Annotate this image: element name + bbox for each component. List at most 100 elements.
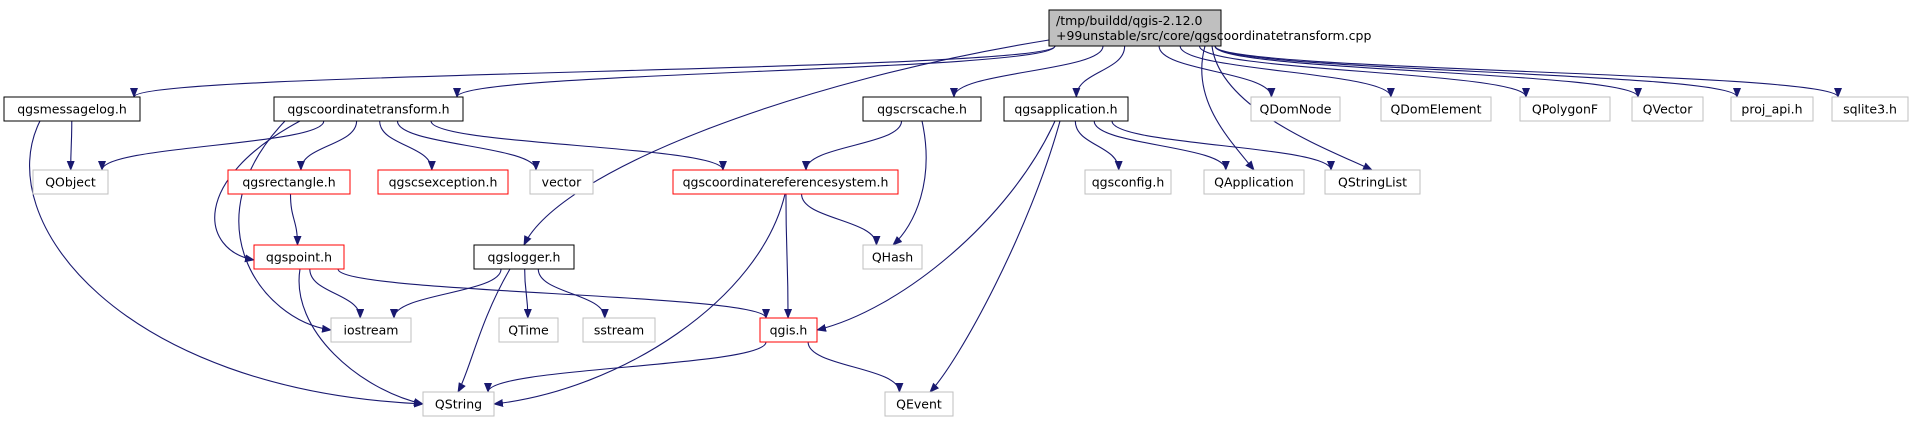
edge-root-QDomNode [1158, 45, 1276, 98]
edge-qgscoordinatetransform-QObject [98, 120, 325, 171]
edge-qgsapplication-qgis [816, 120, 1056, 332]
edge-qgscoordinatereferencesystem-QString [493, 193, 786, 407]
node-label: sstream [594, 323, 644, 338]
node-label: QHash [872, 250, 913, 265]
node-qgsapplication[interactable]: qgsapplication.h [1003, 96, 1129, 122]
node-label: qgscoordinatereferencesystem.h [683, 175, 889, 190]
edge-root-qgslogger [523, 39, 1050, 246]
node-QObject: QObject [32, 169, 109, 195]
node-QEvent: QEvent [884, 391, 954, 417]
node-box [377, 169, 509, 195]
node-box [273, 96, 464, 122]
node-label: QVector [1643, 102, 1694, 117]
edge-qgscoordinatetransform-qgscoordinatereferencesystem [430, 120, 727, 171]
node-qgsmessagelog[interactable]: qgsmessagelog.h [3, 96, 141, 122]
node-box [1084, 169, 1172, 195]
node-box [473, 244, 575, 270]
edge-qgslogger-QString [457, 268, 511, 393]
edge-root-qgscrscache [950, 45, 1104, 98]
node-sqlite3: sqlite3.h [1831, 96, 1909, 122]
node-label: iostream [344, 323, 399, 338]
node-box [582, 317, 656, 343]
edge-qgscoordinatetransform-vector [396, 120, 540, 171]
node-qgsrectangle[interactable]: qgsrectangle.h [227, 169, 351, 195]
edge-qgsmessagelog-QObject [66, 120, 75, 171]
edge-qgscoordinatereferencesystem-qgis [784, 193, 793, 319]
node-label: QDomNode [1260, 102, 1332, 117]
node-label: qgsmessagelog.h [17, 102, 127, 117]
edge-root-qgsapplication [1072, 45, 1126, 98]
node-box [884, 391, 954, 417]
node-box [672, 169, 899, 195]
node-QDomNode: QDomNode [1250, 96, 1341, 122]
node-proj_api: proj_api.h [1730, 96, 1814, 122]
node-qgscoordinatereferencesystem[interactable]: qgscoordinatereferencesystem.h [672, 169, 899, 195]
edge-qgslogger-QTime [523, 268, 532, 319]
edges-layer [29, 39, 1842, 408]
node-qgsconfig: qgsconfig.h [1084, 169, 1172, 195]
node-QVector: QVector [1631, 96, 1704, 122]
node-label: qgscrscache.h [877, 102, 967, 117]
edge-root-proj_api [1214, 45, 1741, 98]
edge-qgspoint-QString [298, 268, 424, 406]
edge-root-qgscoordinatetransform [453, 45, 1056, 98]
node-label: qgspoint.h [266, 250, 332, 265]
node-box [498, 317, 559, 343]
node-label: /tmp/buildd/qgis-2.12.0 [1056, 13, 1202, 28]
node-qgscoordinatetransform[interactable]: qgscoordinatetransform.h [273, 96, 464, 122]
edge-qgslogger-sstream [537, 268, 609, 319]
node-root[interactable]: /tmp/buildd/qgis-2.12.0+99unstable/src/c… [1048, 9, 1371, 47]
node-QHash: QHash [862, 244, 923, 270]
node-label: QEvent [896, 397, 942, 412]
edge-qgsrectangle-qgspoint [289, 193, 302, 246]
edge-qgsapplication-QStringList [1111, 120, 1335, 171]
node-box [3, 96, 141, 122]
node-label: +99unstable/src/core/qgscoordinatetransf… [1056, 28, 1371, 43]
edge-qgsapplication-QEvent [929, 120, 1061, 393]
node-box [1831, 96, 1909, 122]
edge-qgscrscache-QHash [892, 120, 927, 246]
node-sstream: sstream [582, 317, 656, 343]
node-box [1003, 96, 1129, 122]
edge-root-QPolygonF [1198, 45, 1530, 98]
node-QString: QString [422, 391, 495, 417]
edge-qgspoint-qgis [337, 268, 770, 319]
node-qgscsexception[interactable]: qgscsexception.h [377, 169, 509, 195]
edge-qgscoordinatereferencesystem-QHash [801, 193, 881, 246]
edge-qgis-QEvent [807, 341, 904, 393]
node-label: qgis.h [770, 323, 808, 338]
edge-qgscrscache-qgscoordinatereferencesystem [802, 120, 903, 171]
edge-qgscoordinatetransform-qgspoint [214, 120, 301, 263]
edge-root-QStringList [1211, 45, 1373, 171]
node-QDomElement: QDomElement [1380, 96, 1492, 122]
node-box [862, 244, 923, 270]
node-QTime: QTime [498, 317, 559, 343]
node-box [1380, 96, 1492, 122]
node-box [330, 317, 412, 343]
node-QPolygonF: QPolygonF [1519, 96, 1611, 122]
edge-root-QDomElement [1179, 45, 1395, 98]
node-label: qgsconfig.h [1092, 175, 1165, 190]
node-iostream: iostream [330, 317, 412, 343]
edge-qgsmessagelog-QString [29, 120, 424, 408]
node-QApplication: QApplication [1203, 169, 1305, 195]
node-label: QApplication [1214, 175, 1294, 190]
edge-qgis-QString [484, 341, 767, 393]
node-qgscrscache[interactable]: qgscrscache.h [862, 96, 982, 122]
node-label: qgscoordinatetransform.h [287, 102, 449, 117]
edge-qgscoordinatetransform-iostream [238, 120, 332, 333]
edge-qgscoordinatetransform-qgscsexception [379, 120, 436, 171]
node-label: QDomElement [1390, 102, 1481, 117]
edge-root-QApplication [1201, 45, 1255, 171]
node-box [1324, 169, 1421, 195]
edge-qgsapplication-qgsconfig [1074, 120, 1123, 171]
node-box [1250, 96, 1341, 122]
node-qgslogger[interactable]: qgslogger.h [473, 244, 575, 270]
node-qgspoint[interactable]: qgspoint.h [253, 244, 345, 270]
node-qgis[interactable]: qgis.h [759, 317, 818, 343]
node-label: qgscsexception.h [389, 175, 498, 190]
node-label: sqlite3.h [1843, 102, 1897, 117]
node-label: QPolygonF [1532, 102, 1598, 117]
edge-qgsapplication-QApplication [1093, 120, 1230, 171]
